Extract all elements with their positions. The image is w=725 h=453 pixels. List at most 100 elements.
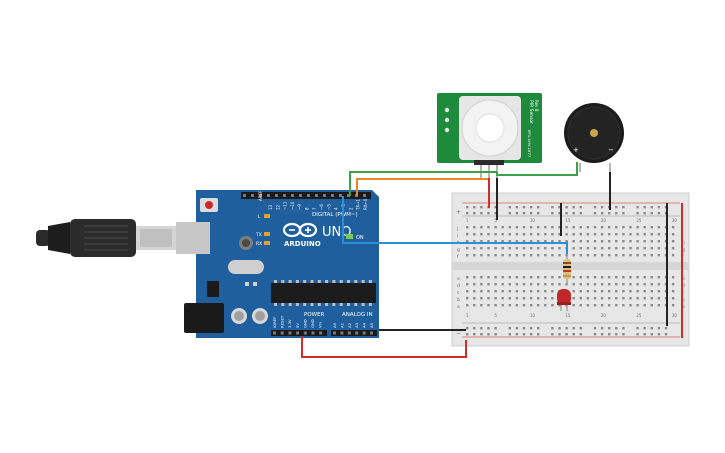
- breadboard-hole[interactable]: [494, 304, 497, 307]
- breadboard-hole[interactable]: [537, 304, 540, 307]
- breadboard-hole[interactable]: [487, 233, 490, 236]
- rail-hole[interactable]: [657, 327, 661, 330]
- breadboard-hole[interactable]: [572, 226, 575, 229]
- header-hole[interactable]: [280, 331, 284, 335]
- wire-red-5v[interactable]: [301, 336, 467, 358]
- rail-hole[interactable]: [529, 333, 533, 336]
- breadboard-hole[interactable]: [629, 276, 632, 279]
- breadboard-hole[interactable]: [565, 226, 568, 229]
- piezo-buzzer[interactable]: + −: [564, 103, 624, 172]
- breadboard-hole[interactable]: [558, 254, 561, 257]
- breadboard-hole[interactable]: [600, 283, 604, 286]
- breadboard-hole[interactable]: [522, 226, 526, 229]
- resistor[interactable]: [563, 254, 571, 284]
- header-hole[interactable]: [299, 194, 302, 197]
- rail-hole[interactable]: [579, 333, 582, 336]
- breadboard-hole[interactable]: [671, 240, 675, 243]
- breadboard-hole[interactable]: [494, 226, 497, 229]
- breadboard-hole[interactable]: [558, 247, 561, 250]
- breadboard-hole[interactable]: [657, 297, 661, 300]
- rail-hole[interactable]: [643, 327, 646, 330]
- breadboard-hole[interactable]: [586, 283, 590, 286]
- rail-hole[interactable]: [615, 206, 618, 209]
- breadboard-hole[interactable]: [480, 240, 483, 243]
- breadboard-hole[interactable]: [480, 247, 483, 250]
- breadboard-hole[interactable]: [537, 283, 540, 286]
- breadboard-hole[interactable]: [522, 254, 526, 257]
- breadboard-hole[interactable]: [586, 290, 590, 293]
- rail-hole[interactable]: [508, 327, 511, 330]
- rail-hole[interactable]: [494, 333, 497, 336]
- breadboard-hole[interactable]: [551, 226, 554, 229]
- breadboard-hole[interactable]: [501, 247, 504, 250]
- breadboard-hole[interactable]: [515, 233, 519, 236]
- breadboard-hole[interactable]: [643, 226, 646, 229]
- breadboard-hole[interactable]: [558, 304, 561, 307]
- header-hole[interactable]: [347, 194, 350, 197]
- breadboard-hole[interactable]: [600, 247, 604, 250]
- breadboard-hole[interactable]: [544, 233, 547, 236]
- rail-hole[interactable]: [551, 333, 554, 336]
- breadboard-hole[interactable]: [622, 226, 625, 229]
- header-hole[interactable]: [362, 331, 366, 335]
- breadboard-hole[interactable]: [600, 297, 604, 300]
- breadboard-hole[interactable]: [586, 297, 590, 300]
- rail-hole[interactable]: [593, 206, 597, 209]
- header-hole[interactable]: [275, 194, 278, 197]
- breadboard-hole[interactable]: [600, 290, 604, 293]
- rail-hole[interactable]: [473, 212, 476, 215]
- wire-blue-led[interactable]: [342, 196, 568, 254]
- rail-hole[interactable]: [529, 327, 533, 330]
- rail-hole[interactable]: [480, 212, 483, 215]
- breadboard-hole[interactable]: [494, 233, 497, 236]
- breadboard-hole[interactable]: [671, 297, 675, 300]
- rail-hole[interactable]: [466, 212, 469, 215]
- rail-hole[interactable]: [522, 333, 526, 336]
- breadboard-hole[interactable]: [586, 233, 590, 236]
- breadboard-hole[interactable]: [515, 290, 519, 293]
- breadboard-hole[interactable]: [622, 233, 625, 236]
- breadboard-hole[interactable]: [629, 247, 632, 250]
- breadboard-hole[interactable]: [650, 283, 653, 286]
- breadboard-hole[interactable]: [586, 247, 590, 250]
- breadboard-hole[interactable]: [636, 276, 639, 279]
- breadboard-hole[interactable]: [650, 290, 653, 293]
- rail-hole[interactable]: [636, 206, 639, 209]
- breadboard-hole[interactable]: [466, 276, 469, 279]
- rail-hole[interactable]: [537, 206, 540, 209]
- rail-hole[interactable]: [572, 327, 575, 330]
- breadboard-hole[interactable]: [608, 304, 611, 307]
- breadboard-hole[interactable]: [572, 283, 575, 286]
- breadboard-hole[interactable]: [522, 240, 526, 243]
- rail-hole[interactable]: [515, 212, 519, 215]
- breadboard-hole[interactable]: [608, 226, 611, 229]
- breadboard-hole[interactable]: [671, 233, 675, 236]
- breadboard-hole[interactable]: [501, 254, 504, 257]
- breadboard-hole[interactable]: [522, 297, 526, 300]
- breadboard-hole[interactable]: [487, 226, 490, 229]
- breadboard-hole[interactable]: [501, 297, 504, 300]
- breadboard-hole[interactable]: [551, 276, 554, 279]
- rail-hole[interactable]: [537, 212, 540, 215]
- breadboard-hole[interactable]: [508, 254, 511, 257]
- breadboard-hole[interactable]: [522, 247, 526, 250]
- header-hole[interactable]: [283, 194, 286, 197]
- breadboard-hole[interactable]: [558, 240, 561, 243]
- breadboard-hole[interactable]: [643, 233, 646, 236]
- rail-hole[interactable]: [565, 333, 568, 336]
- header-hole[interactable]: [363, 194, 366, 197]
- breadboard-hole[interactable]: [551, 283, 554, 286]
- rail-hole[interactable]: [572, 212, 575, 215]
- breadboard-hole[interactable]: [615, 276, 618, 279]
- breadboard-hole[interactable]: [579, 240, 582, 243]
- rail-hole[interactable]: [593, 333, 597, 336]
- breadboard-hole[interactable]: [544, 247, 547, 250]
- breadboard-hole[interactable]: [572, 290, 575, 293]
- breadboard-hole[interactable]: [579, 283, 582, 286]
- breadboard-hole[interactable]: [629, 290, 632, 293]
- breadboard-hole[interactable]: [466, 240, 469, 243]
- breadboard-hole[interactable]: [593, 226, 597, 229]
- rail-hole[interactable]: [473, 327, 476, 330]
- breadboard-hole[interactable]: [466, 226, 469, 229]
